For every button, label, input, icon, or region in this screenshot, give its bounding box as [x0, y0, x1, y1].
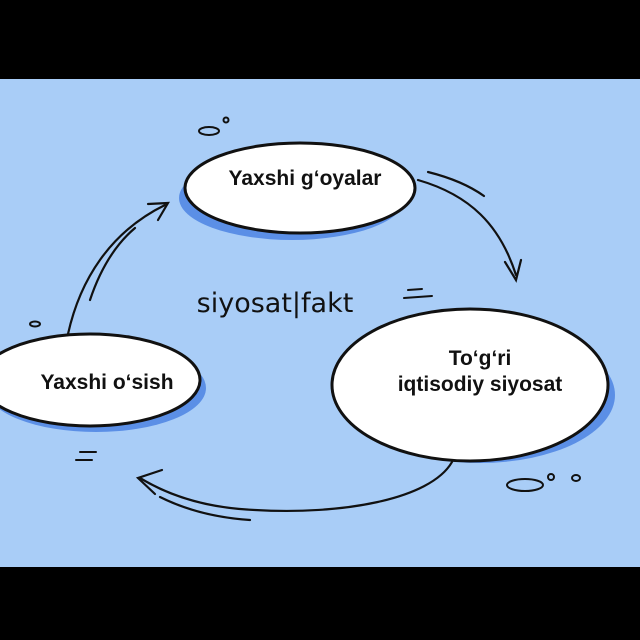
arrow-right-to-left — [135, 460, 454, 522]
node-text-top: Yaxshi g‘oyalar — [228, 167, 382, 190]
node-text-left: Yaxshi o‘sish — [40, 371, 174, 394]
arrow-top-to-right — [416, 170, 523, 283]
left-node-ellipse — [0, 332, 202, 428]
node-label-yaxshi-osish: Yaxshi o‘sish — [12, 370, 202, 396]
arrow-left-to-top — [66, 201, 170, 336]
decorative-doodles — [29, 116, 581, 492]
node-label-togri-iqtisodiy-siyosat: To‘g‘ri iqtisodiy siyosat — [355, 346, 605, 399]
node-label-yaxshi-goyalar: Yaxshi g‘oyalar — [190, 166, 420, 192]
node-text-right-line-2: iqtisodiy siyosat — [397, 373, 563, 397]
top-node-ellipse — [183, 141, 417, 235]
node-text-right-line-1: To‘g‘ri — [448, 347, 512, 370]
right-node-ellipse — [330, 307, 610, 463]
center-title: siyosat|fakt — [196, 288, 354, 319]
